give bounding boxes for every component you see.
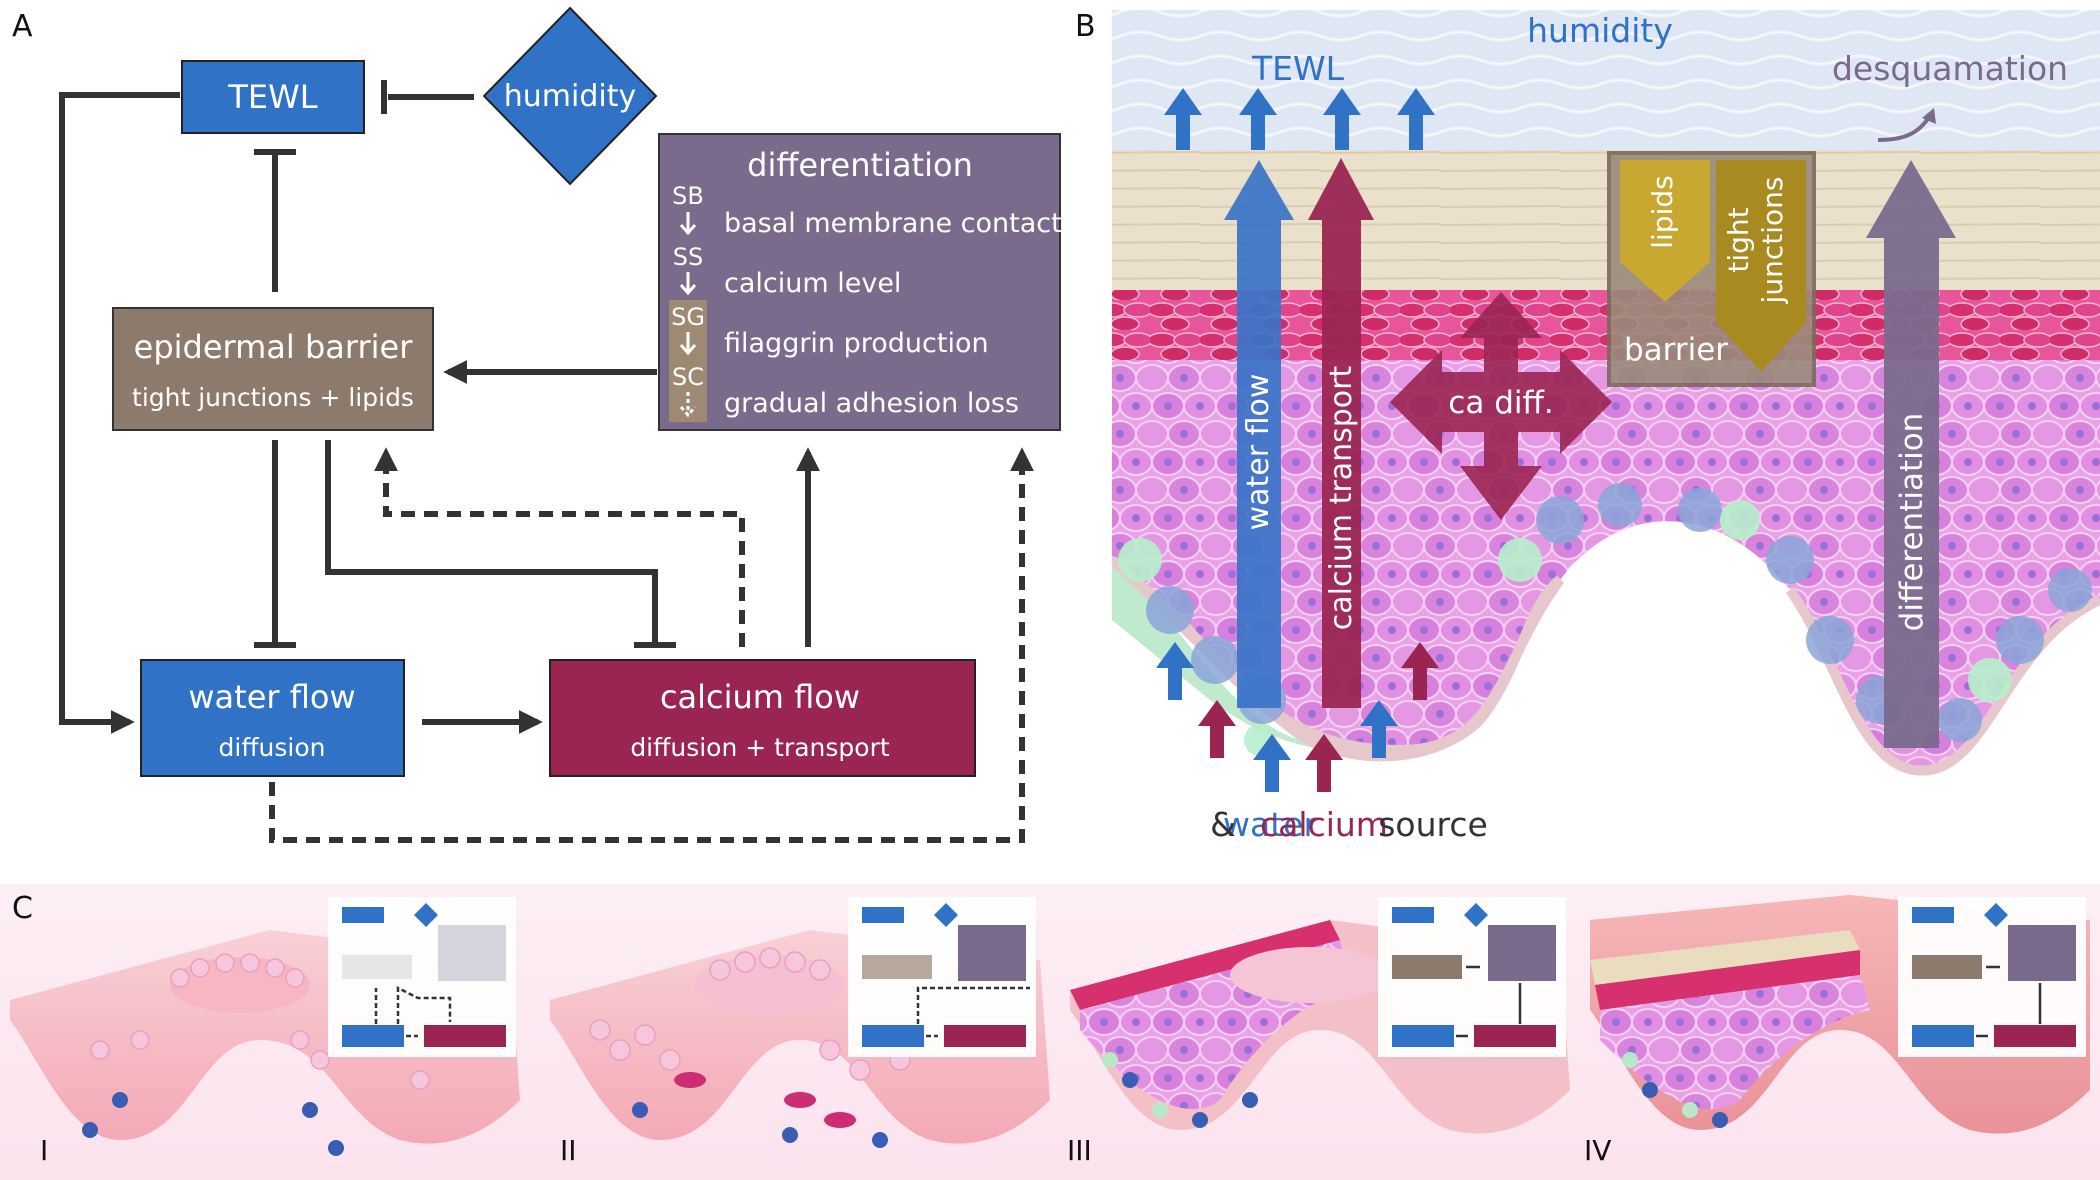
humidity-sky xyxy=(1112,10,2100,160)
tight-junctions-label-line2: junctions xyxy=(1756,177,1789,305)
stage-ii-inset xyxy=(848,897,1036,1057)
panel-a-label: A xyxy=(12,9,33,44)
epidermal-barrier-node xyxy=(112,307,434,431)
stage-i-inset xyxy=(328,897,516,1057)
epidermal-barrier-subtitle: tight junctions + lipids xyxy=(132,383,414,412)
source-calcium-label: calcium xyxy=(1260,805,1388,844)
stage-arrow-icon xyxy=(679,332,697,356)
epidermal-barrier-title: epidermal barrier xyxy=(134,328,414,366)
calcium-diffusion-arrow xyxy=(1390,292,1612,520)
stage-iii-inset xyxy=(1378,897,1566,1057)
stage-label: IV xyxy=(1584,1134,1611,1167)
humidity-label: humidity xyxy=(504,79,636,114)
stage-arrow-icon xyxy=(679,212,697,236)
calcium-transport-arrow xyxy=(1308,158,1374,708)
lipids-arrow xyxy=(1620,160,1710,302)
stage-text: gradual adhesion loss xyxy=(724,388,1019,419)
calcium-flow-title: calcium flow xyxy=(660,678,860,716)
stage-arrow-icon xyxy=(679,272,697,296)
water-flow-arrow-label: water flow xyxy=(1241,374,1276,531)
water-flow-title: water flow xyxy=(188,678,355,716)
stage-code: SG xyxy=(671,303,705,331)
stage-arrow-icon xyxy=(679,392,697,418)
stage-text: filaggrin production xyxy=(724,328,989,359)
desquamation-arrowhead-icon xyxy=(1922,108,1936,124)
source-amp-label: & xyxy=(1210,805,1236,844)
source-water-label: water xyxy=(1223,805,1317,844)
panel-b-label: B xyxy=(1075,9,1096,44)
stage-text: basal membrane contact xyxy=(724,208,1062,239)
stage-code: SC xyxy=(672,363,704,391)
green-cells xyxy=(1118,500,2012,756)
tight-junctions-label-line1: tight xyxy=(1722,207,1755,272)
barrier-label: barrier xyxy=(1624,332,1728,368)
stage-label: III xyxy=(1067,1134,1092,1167)
tewl-sky-label: TEWL xyxy=(1251,49,1345,88)
differentiation-node xyxy=(658,133,1061,431)
tewl-arrows xyxy=(1164,88,1435,150)
water-flow-node xyxy=(140,659,405,777)
panel-a-connectors xyxy=(59,80,1034,843)
lipids-label: lipids xyxy=(1646,175,1679,248)
differentiation-arrow xyxy=(1866,160,1956,748)
ca-diff-label: ca diff. xyxy=(1448,385,1553,421)
humidity-node xyxy=(482,6,658,186)
differentiation-arrow-label: differentiation xyxy=(1894,413,1930,632)
water-flow-arrow xyxy=(1224,160,1294,708)
source-arrows xyxy=(1156,642,1439,792)
calcium-flow-node xyxy=(549,659,976,777)
calcium-transport-arrow-label: calcium transport xyxy=(1324,366,1359,631)
stage-label: I xyxy=(40,1134,48,1167)
water-flow-subtitle: diffusion xyxy=(219,733,326,762)
stage-code: SS xyxy=(673,243,703,271)
tewl-label: TEWL xyxy=(227,78,317,116)
differentiation-stages: SB SS SG SC basal membrane contact calci… xyxy=(671,182,1062,419)
calcium-flow-subtitle: diffusion + transport xyxy=(630,733,890,762)
tight-junctions-arrow xyxy=(1716,160,1806,372)
panel-c-label: C xyxy=(12,891,33,926)
humidity-sky-label: humidity xyxy=(1527,11,1673,50)
tewl-node xyxy=(181,60,365,134)
stage-text: calcium level xyxy=(724,268,901,299)
stage-code: SB xyxy=(672,182,704,210)
desquamation-label: desquamation xyxy=(1832,49,2068,88)
source-word-label: source xyxy=(1378,805,1488,844)
differentiation-title: differentiation xyxy=(747,146,973,184)
stage-iv-inset xyxy=(1898,897,2086,1057)
stage-label: II xyxy=(560,1134,577,1167)
